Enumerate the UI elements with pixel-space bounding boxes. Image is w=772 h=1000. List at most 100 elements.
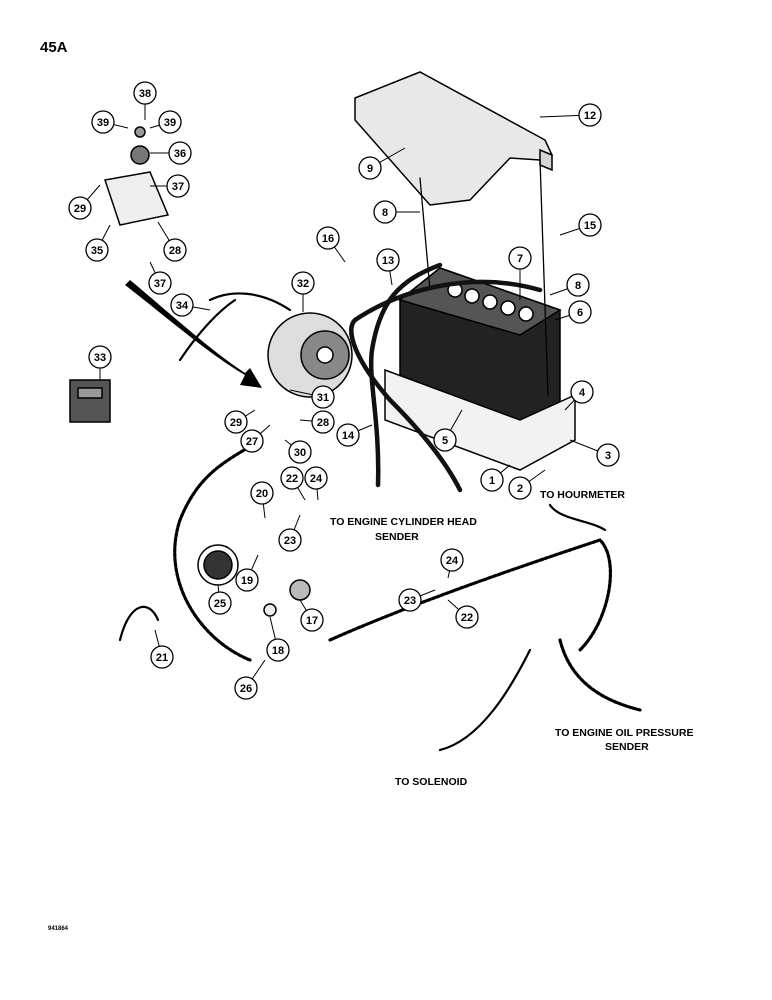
callout-number: 12	[584, 110, 596, 122]
callout-23: 23	[278, 514, 302, 552]
callout-circle	[266, 638, 290, 662]
callout-number: 7	[517, 253, 523, 265]
callout-number: 22	[461, 612, 473, 624]
callout-number: 36	[174, 148, 186, 160]
callout-circle	[278, 528, 302, 552]
callout-24: 24	[304, 466, 328, 501]
wiring-harness	[173, 438, 262, 662]
note-cylinder-head-sender-2: SENDER	[375, 531, 419, 543]
callout-37: 37	[150, 174, 190, 198]
callout-circle	[300, 608, 324, 632]
callout-circle	[158, 110, 182, 134]
callout-5: 5	[433, 409, 463, 452]
callout-number: 5	[442, 435, 448, 447]
callout-number: 22	[286, 473, 298, 485]
callout-34: 34	[170, 293, 211, 317]
callout-number: 39	[164, 117, 176, 129]
callout-number: 38	[139, 88, 151, 100]
callout-number: 15	[584, 220, 596, 232]
callout-4: 4	[564, 380, 594, 411]
callout-27: 27	[240, 424, 271, 453]
callout-23: 23	[398, 588, 436, 612]
callout-number: 24	[446, 555, 459, 567]
callout-circle	[440, 548, 464, 572]
battery-tray	[384, 368, 576, 471]
key-switch	[263, 579, 311, 617]
callout-circle	[170, 293, 194, 317]
callout-circle	[235, 568, 259, 592]
wire-34	[178, 292, 292, 362]
callout-number: 13	[382, 255, 394, 267]
callout-circle	[373, 200, 397, 224]
callout-circle	[311, 385, 335, 409]
callout-13: 13	[376, 248, 400, 286]
callout-circle	[508, 246, 532, 270]
callout-circle	[208, 591, 232, 615]
callout-12: 12	[539, 103, 602, 127]
callout-21: 21	[150, 629, 174, 669]
callout-number: 1	[489, 475, 495, 487]
callout-number: 2	[517, 483, 523, 495]
callout-8: 8	[373, 200, 420, 224]
callout-number: 17	[306, 615, 318, 627]
callout-number: 19	[241, 575, 253, 587]
callout-29: 29	[68, 184, 101, 220]
callout-number: 18	[272, 645, 284, 657]
callout-number: 32	[297, 278, 309, 290]
callout-circle	[433, 428, 457, 452]
callout-circle	[240, 429, 264, 453]
callout-number: 8	[575, 280, 581, 292]
callout-circle	[455, 605, 479, 629]
wiring-harness-main	[328, 538, 612, 652]
callout-circle	[578, 213, 602, 237]
callout-29: 29	[224, 409, 256, 434]
callout-8: 8	[549, 273, 590, 297]
note-cylinder-head-sender-1: TO ENGINE CYLINDER HEAD	[330, 516, 477, 528]
callout-number: 28	[317, 417, 329, 429]
callout-circle	[480, 468, 504, 492]
callout-number: 24	[310, 473, 323, 485]
callout-circle	[85, 238, 109, 262]
callout-1: 1	[480, 464, 511, 492]
callout-30: 30	[284, 439, 312, 464]
battery-cable-13	[368, 262, 443, 488]
callout-circle	[596, 443, 620, 467]
callout-number: 29	[74, 203, 86, 215]
callout-22: 22	[280, 466, 306, 501]
callout-number: 16	[322, 233, 334, 245]
callout-number: 30	[294, 447, 306, 459]
callout-39: 39	[91, 110, 129, 134]
callout-circle	[568, 300, 592, 324]
callout-circle	[148, 271, 172, 295]
note-to-hourmeter: TO HOURMETER	[540, 489, 625, 501]
callout-circle	[336, 423, 360, 447]
callout-circle	[163, 238, 187, 262]
wire-hourmeter	[548, 503, 607, 532]
callout-26: 26	[234, 659, 266, 700]
callout-circle	[358, 156, 382, 180]
callout-circle	[316, 226, 340, 250]
callout-number: 35	[91, 245, 103, 257]
callout-3: 3	[569, 439, 620, 467]
callout-circle	[566, 273, 590, 297]
callout-37: 37	[148, 261, 172, 295]
callout-39: 39	[149, 110, 182, 134]
callout-17: 17	[299, 599, 324, 632]
note-oil-pressure-sender-2: SENDER	[605, 741, 649, 753]
callout-number: 3	[605, 450, 611, 462]
callout-circle	[578, 103, 602, 127]
callout-circle	[291, 271, 315, 295]
callout-number: 20	[256, 488, 268, 500]
hold-down-rod-right	[539, 159, 549, 396]
switch-bracket	[104, 126, 170, 226]
callout-circle	[288, 440, 312, 464]
callout-35: 35	[85, 224, 111, 262]
callout-number: 23	[404, 595, 416, 607]
callout-14: 14	[336, 423, 373, 447]
wire-to-solenoid	[438, 648, 532, 752]
callout-circle	[250, 481, 274, 505]
alternator	[267, 312, 353, 398]
callout-number: 31	[317, 392, 329, 404]
